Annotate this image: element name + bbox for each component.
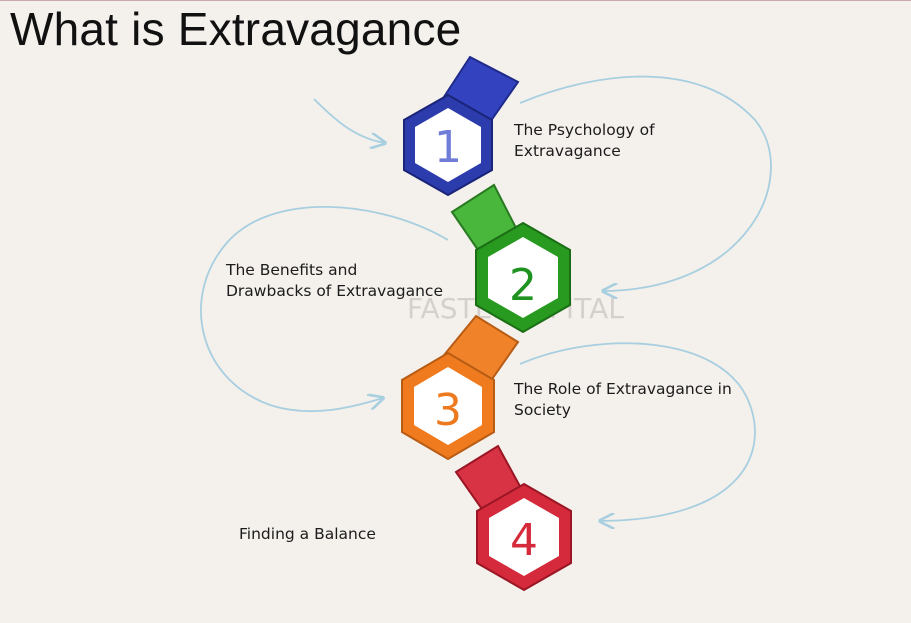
connector-arrows: [200, 75, 772, 521]
step-3-badge: 3: [401, 314, 520, 461]
step-4-hexagon-inner: [489, 498, 559, 576]
step-3-number: 3: [434, 385, 462, 436]
step-4-label: Finding a Balance: [239, 524, 376, 545]
step-2-label-line-2: Drawbacks of Extravagance: [226, 281, 443, 300]
step-2-hexagon-inner: [488, 237, 558, 318]
step-1-label-line-2: Extravagance: [514, 141, 621, 160]
arrow-into-step-1: [313, 98, 385, 143]
step-4-number: 4: [510, 515, 538, 566]
top-border-line: [0, 0, 911, 1]
step-3-label-line-1: The Role of Extravagance in: [514, 380, 732, 398]
step-3-label-line-2: Society: [514, 400, 571, 419]
step-2-badge: 2: [450, 183, 571, 334]
step-4-label-line-1: Finding a Balance: [239, 525, 376, 543]
step-4-badge: 4: [454, 444, 572, 592]
step-1-number: 1: [434, 122, 462, 173]
step-2-number: 2: [509, 260, 537, 311]
step-2-label: The Benefits and Drawbacks of Extravagan…: [226, 260, 443, 301]
arrow-step-1-to-2: [519, 75, 772, 291]
arrow-step-3-to-4: [519, 342, 756, 521]
step-3-hexagon-inner: [414, 367, 482, 445]
step-1-hexagon-inner: [415, 108, 481, 182]
arrow-step-2-to-3: [200, 205, 449, 413]
step-1-badge: 1: [403, 55, 520, 197]
step-1-label-line-1: The Psychology of: [514, 121, 655, 139]
step-3-label: The Role of Extravagance in Society: [514, 379, 732, 420]
step-1-label: The Psychology of Extravagance: [514, 120, 655, 161]
step-2-label-line-1: The Benefits and: [226, 261, 358, 279]
page-title: What is Extravagance: [10, 3, 462, 55]
